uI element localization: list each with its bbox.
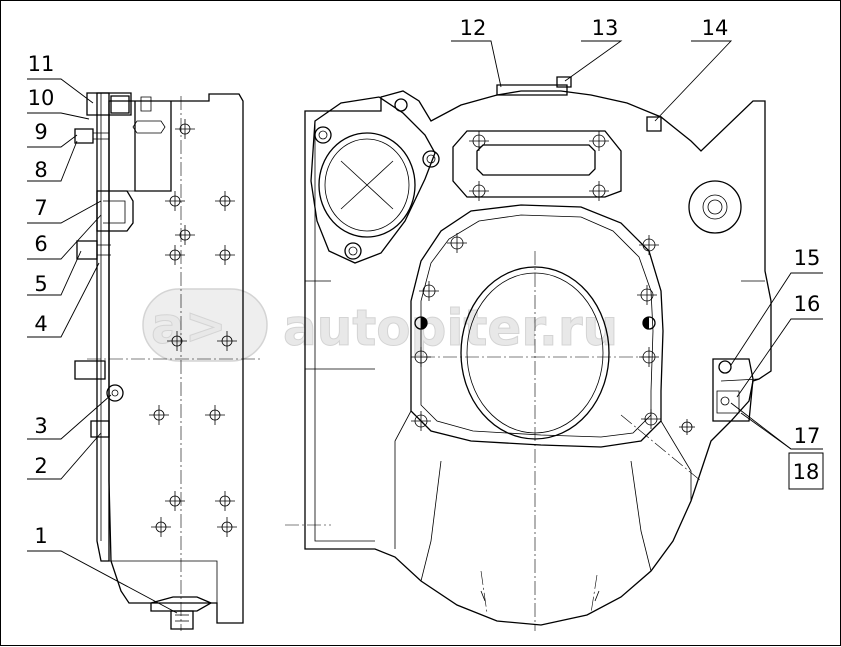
watermark: a> autopiter.ru — [142, 288, 619, 362]
callout-17: 17 — [794, 424, 821, 448]
callout-1: 1 — [34, 524, 47, 548]
callout-4: 4 — [34, 312, 47, 336]
watermark-text: autopiter.ru — [283, 299, 618, 357]
callout-15: 15 — [794, 246, 821, 270]
callout-3: 3 — [34, 414, 47, 438]
callout-18: 18 — [793, 460, 820, 484]
callout-18-box — [788, 452, 824, 490]
callout-10: 10 — [28, 86, 55, 110]
callout-5: 5 — [34, 272, 47, 296]
callout-6: 6 — [34, 232, 47, 256]
callout-12: 12 — [460, 16, 487, 40]
watermark-logo-badge — [142, 288, 268, 362]
callout-13: 13 — [592, 16, 619, 40]
side-view — [74, 92, 261, 631]
callout-9: 9 — [34, 120, 47, 144]
callout-16: 16 — [794, 292, 821, 316]
leader-lines — [27, 40, 823, 614]
callout-8: 8 — [34, 158, 47, 182]
callout-7: 7 — [34, 196, 47, 220]
callout-14: 14 — [702, 16, 729, 40]
callouts: 11 10 9 8 7 6 5 4 3 2 1 12 13 14 15 16 1… — [28, 16, 824, 548]
front-view — [285, 76, 772, 631]
callout-2: 2 — [34, 454, 47, 478]
callout-11: 11 — [28, 52, 55, 76]
watermark-logo-text: a> — [151, 297, 227, 355]
